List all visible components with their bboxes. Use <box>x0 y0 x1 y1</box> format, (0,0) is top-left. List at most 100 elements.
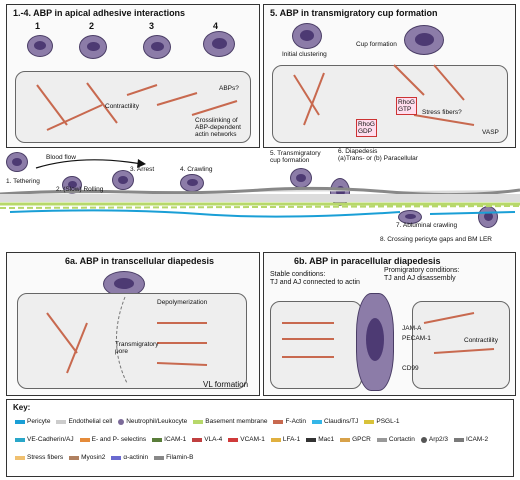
step-3: 3 <box>149 21 155 31</box>
key-item: E- and P- selectins <box>79 436 147 443</box>
key-item: ICAM-1 <box>152 436 186 443</box>
key-swatch-icon <box>118 418 125 425</box>
key-item: Arp2/3 <box>420 436 449 443</box>
key-swatch-icon <box>340 437 351 442</box>
leukocyte <box>112 170 134 190</box>
contractility-label: Contractility <box>464 337 498 344</box>
key-item-label: Claudins/TJ <box>324 418 359 425</box>
key-item-label: Endothelial cell <box>68 418 113 425</box>
key-swatch-icon <box>270 437 281 442</box>
key-swatch-icon <box>454 437 465 442</box>
step-abluminal: 7. Abluminal crawling <box>396 222 458 229</box>
leukocyte <box>356 293 394 391</box>
key-item-label: PSGL-1 <box>376 418 400 425</box>
abp-label: ABPs? <box>219 85 239 92</box>
key-item-label: VE-Cadherin/AJ <box>27 436 74 443</box>
actin-filaments <box>46 296 208 384</box>
cup-panel: 5. ABP in transmigratory cup formation I… <box>263 4 516 148</box>
leukocyte <box>6 152 28 172</box>
key-item: VE-Cadherin/AJ <box>15 436 74 443</box>
key-item-label: F-Actin <box>285 418 307 425</box>
stress-fibers-label: Stress fibers? <box>422 109 462 116</box>
promigratory-conditions-label: Promigratory conditions: TJ and AJ disas… <box>384 267 460 282</box>
stable-conditions-label: Stable conditions: TJ and AJ connected t… <box>270 271 360 286</box>
key-item-label: LFA-1 <box>282 436 301 443</box>
leukocyte <box>398 210 422 224</box>
key-item: Mac1 <box>306 436 334 443</box>
key-item: Myosin2 <box>69 454 105 461</box>
key-swatch-icon <box>69 455 80 460</box>
leukocyte <box>27 35 53 57</box>
key-item-label: VCAM-1 <box>240 436 265 443</box>
key-swatch-icon <box>15 455 25 460</box>
paracellular-panel-title: 6b. ABP in paracellular diapedesis <box>294 256 441 266</box>
key-item: F-Actin <box>273 418 306 425</box>
leukocyte <box>404 25 444 55</box>
step-arrest: 3. Arrest <box>130 166 155 173</box>
apical-panel-title: 1.-4. ABP in apical adhesive interaction… <box>13 8 186 18</box>
crosslinking-label: Crosslinking of ABP-dependent actin netw… <box>195 117 241 138</box>
key-item: Claudins/TJ <box>312 418 358 425</box>
contractility-label: Contractility <box>105 103 139 110</box>
pecam-1-label: PECAM-1 <box>402 335 431 342</box>
key-item-label: Pericyte <box>27 418 51 425</box>
key-item-label: E- and P- selectins <box>91 436 147 443</box>
transmigratory-pore-label: Transmigratory pore <box>115 341 159 355</box>
key-item-label: ICAM-2 <box>466 436 489 443</box>
key-item: Pericyte <box>15 418 50 425</box>
key-swatch-icon <box>15 419 25 424</box>
jam-a-label: JAM-A <box>402 325 422 332</box>
paracellular-panel: 6b. ABP in paracellular diapedesis Stabl… <box>263 252 516 396</box>
key-item: α-actinin <box>111 454 148 461</box>
step-tethering: 1. Tethering <box>6 178 40 185</box>
key-item-label: Stress fibers <box>27 454 64 461</box>
key-item: Filamin-B <box>154 454 194 461</box>
step-2: 2 <box>89 21 95 31</box>
vl-formation-label: VL formation <box>203 380 249 389</box>
key-row: Stress fibers Myosin2 α-actinin Filamin-B <box>15 454 194 461</box>
step-crawling: 4. Crawling <box>180 166 213 173</box>
key-item-label: Basement membrane <box>205 418 268 425</box>
key-item-label: Mac1 <box>318 436 335 443</box>
key-item-label: Arp2/3 <box>428 436 449 443</box>
key-item: LFA-1 <box>270 436 301 443</box>
key-item-label: Cortactin <box>388 436 415 443</box>
vessel-wall <box>0 186 520 218</box>
key-item-label: Filamin-B <box>166 454 194 461</box>
key-swatch-icon <box>192 437 203 442</box>
key-item: GPCR <box>340 436 371 443</box>
endothelial-cell <box>17 293 247 389</box>
cup-formation-label: Cup formation <box>356 41 397 48</box>
transcellular-panel: 6a. ABP in transcellular diapedesis Depo… <box>6 252 260 396</box>
key-item: Basement membrane <box>193 418 267 425</box>
endothelial-cell <box>270 301 362 389</box>
leukocyte <box>203 31 235 57</box>
key-row: Pericyte Endothelial cell Neutrophil/Leuko… <box>15 418 399 425</box>
key-swatch-icon <box>228 437 239 442</box>
cup-panel-title: 5. ABP in transmigratory cup formation <box>270 8 438 18</box>
cd99-label: CD99 <box>402 365 419 372</box>
step-4: 4 <box>213 21 219 31</box>
initial-clustering-label: Initial clustering <box>282 51 327 58</box>
key-item: Neutrophil/Leukocyte <box>118 418 187 425</box>
rhog-gdp-label: RhoG GDP <box>356 119 377 137</box>
transcellular-panel-title: 6a. ABP in transcellular diapedesis <box>65 256 215 266</box>
key-swatch-icon <box>79 437 90 442</box>
step-crossing: 8. Crossing pericyte gaps and BM LER <box>380 236 492 243</box>
key-swatch-icon <box>312 419 323 424</box>
step-rolling: 2. (Slow) Rolling <box>56 186 104 193</box>
key-swatch-icon <box>376 437 387 442</box>
key-swatch-icon <box>111 455 122 460</box>
leukocyte <box>79 35 107 59</box>
depolymerization-label: Depolymerization <box>157 299 208 306</box>
key-item: Endothelial cell <box>56 418 112 425</box>
actin-filaments <box>282 312 495 358</box>
key-swatch-icon <box>420 436 427 443</box>
apical-panel: 1.-4. ABP in apical adhesive interaction… <box>6 4 260 148</box>
leukocyte <box>143 35 171 59</box>
step-1: 1 <box>35 21 41 31</box>
key-item: VLA-4 <box>192 436 222 443</box>
key-item-label: α-actinin <box>123 454 149 461</box>
step-cup: 5. Transmigratory cup formation <box>270 150 321 164</box>
